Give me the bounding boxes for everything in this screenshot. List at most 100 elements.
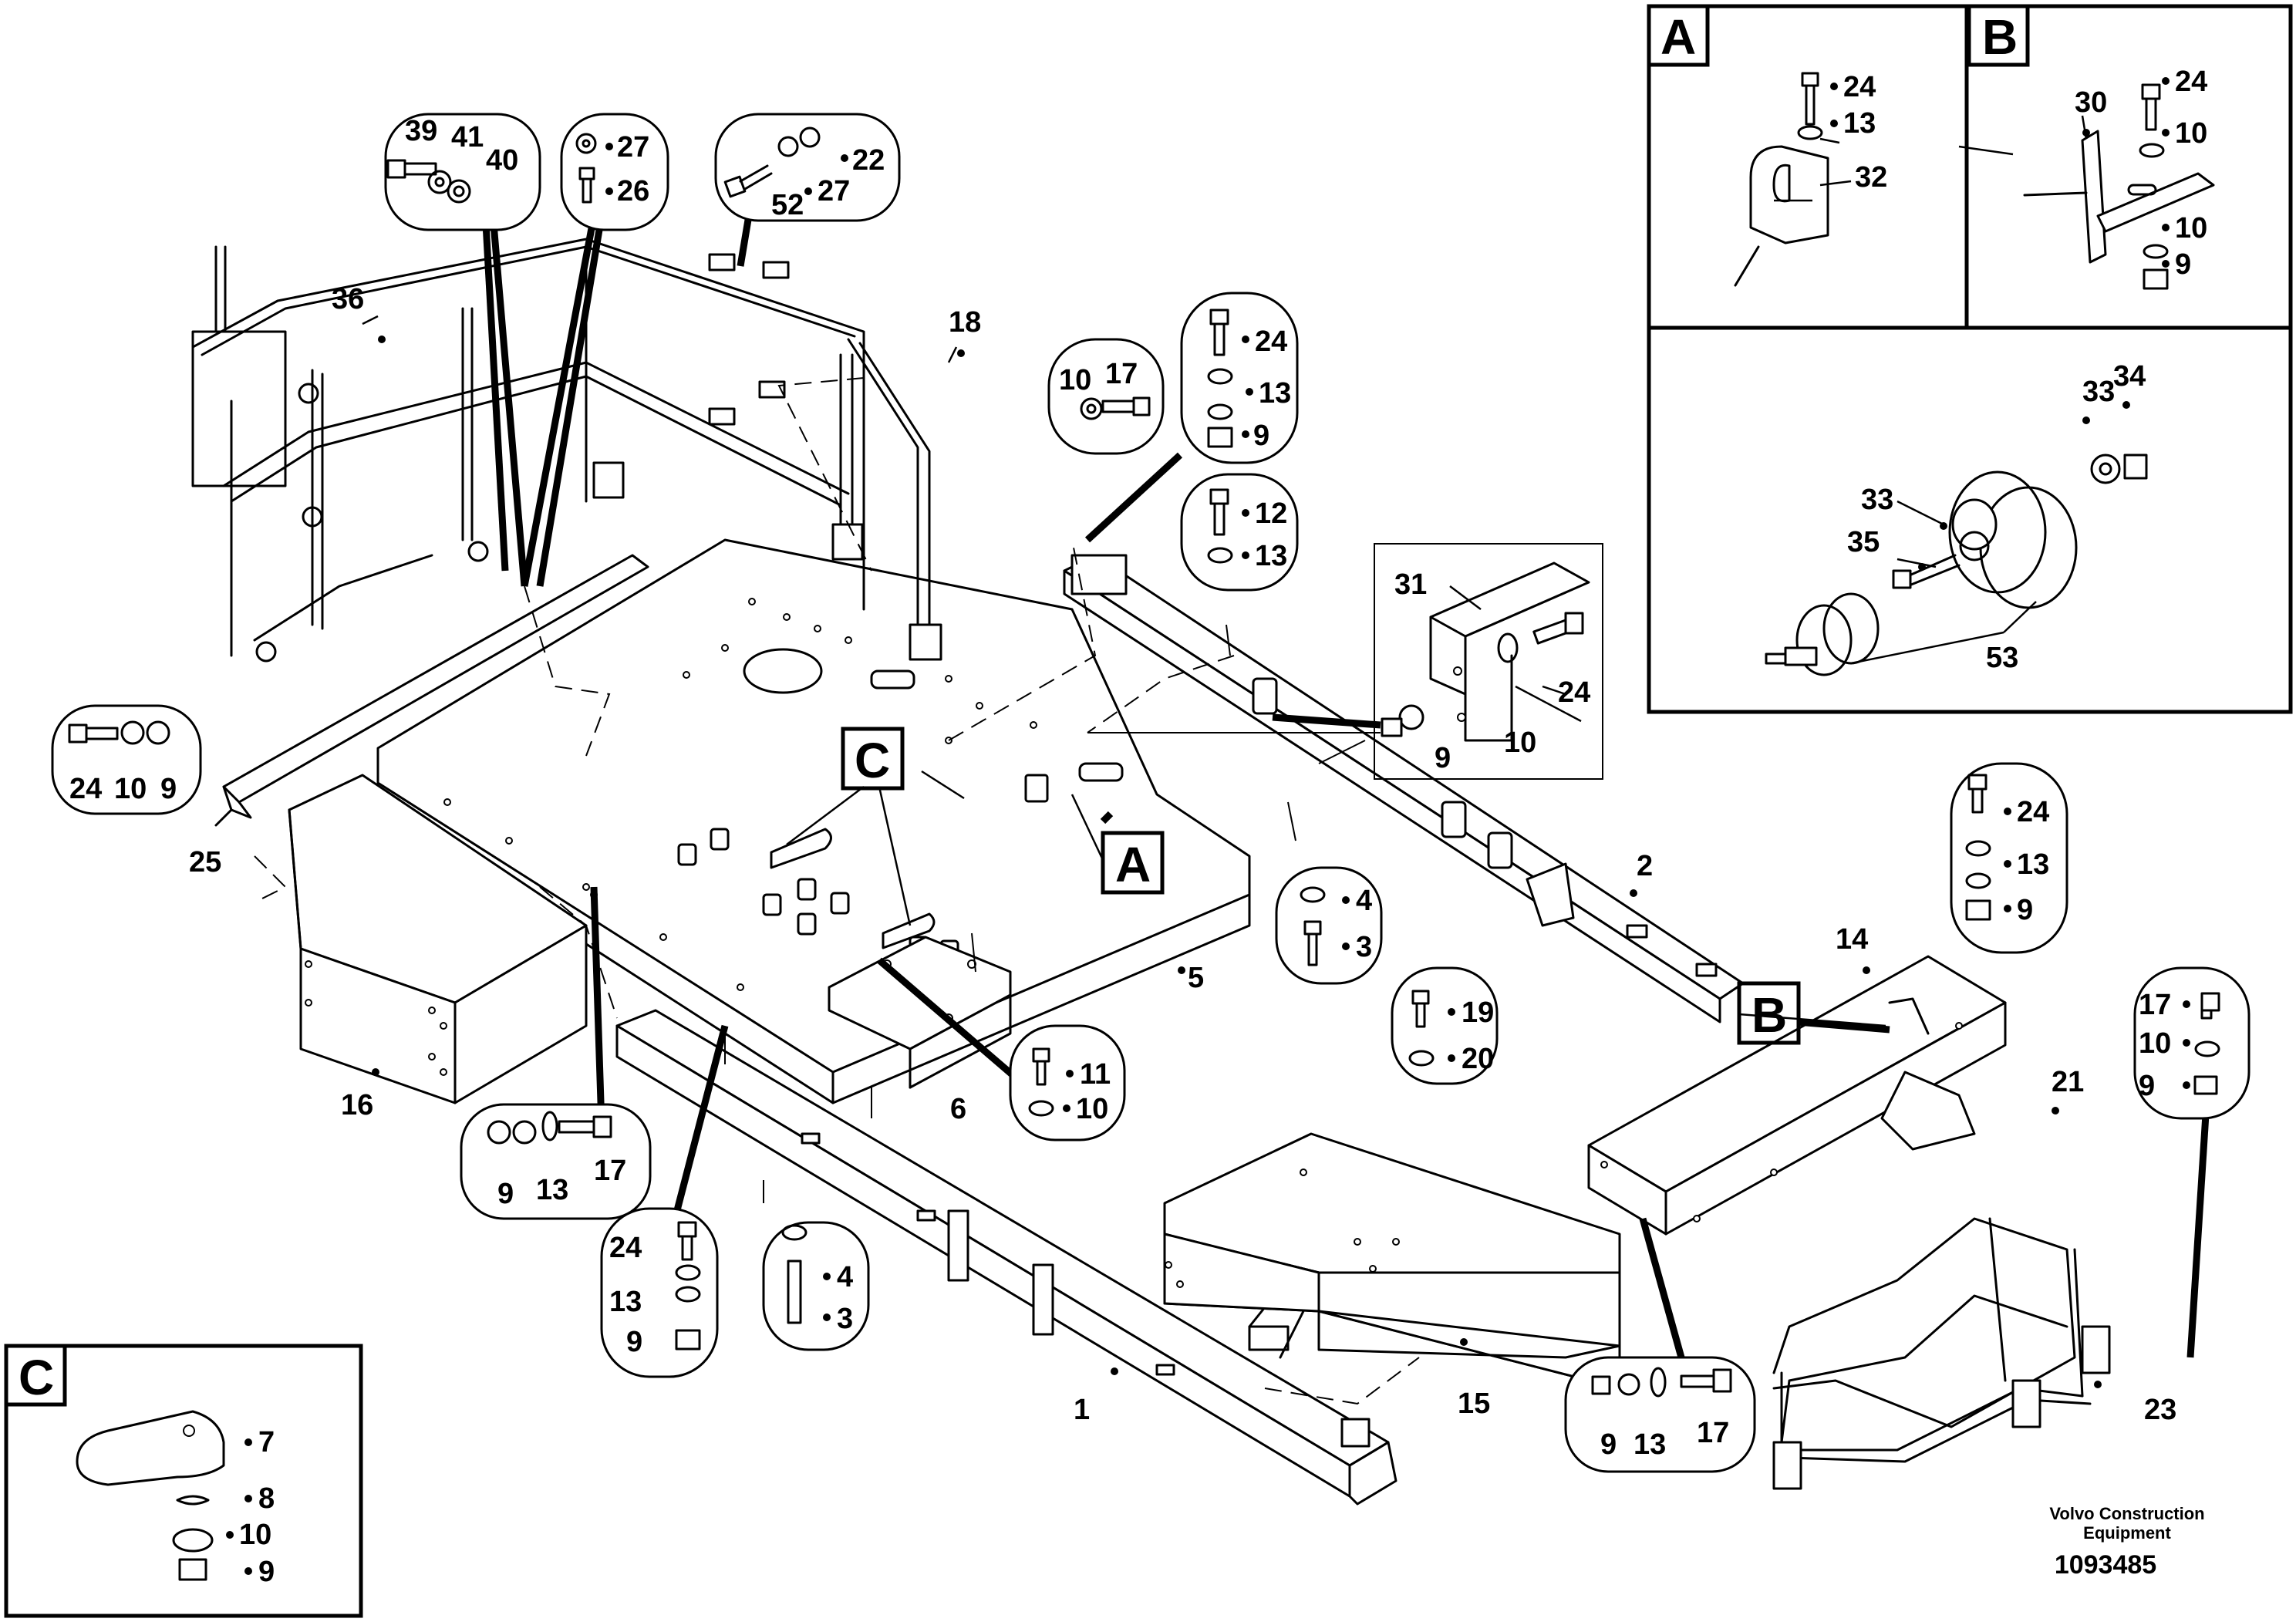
callout-10: 10 bbox=[1076, 1093, 1108, 1125]
rear-rail-beam bbox=[1063, 554, 1745, 1023]
callout-13: 13 bbox=[1843, 107, 1876, 140]
callout-24: 24 bbox=[1558, 676, 1590, 709]
callout-3: 3 bbox=[837, 1303, 853, 1335]
callout-3: 3 bbox=[1356, 931, 1372, 963]
callout-10: 10 bbox=[1059, 364, 1091, 396]
callout-9: 9 bbox=[160, 773, 177, 805]
detail-cover-31 bbox=[1381, 561, 1590, 742]
callout-12: 12 bbox=[1255, 497, 1287, 530]
callout-13: 13 bbox=[609, 1286, 642, 1318]
callout-15: 15 bbox=[1458, 1388, 1490, 1420]
marker-b: B bbox=[1752, 987, 1787, 1043]
callout-40: 40 bbox=[486, 144, 518, 177]
detail-label-a: A bbox=[1660, 9, 1696, 65]
detail-view-labels: A B C C A B bbox=[19, 9, 2018, 1405]
callout-10: 10 bbox=[2175, 117, 2207, 150]
callout-34: 34 bbox=[2113, 360, 2146, 393]
marker-a: A bbox=[1115, 837, 1151, 892]
leader-dots bbox=[226, 77, 2190, 1575]
callout-17: 17 bbox=[1105, 358, 1138, 390]
callout-8: 8 bbox=[258, 1482, 275, 1515]
bubble-leaders bbox=[482, 215, 2210, 1359]
callout-10: 10 bbox=[1504, 727, 1536, 759]
detail-b-bracket bbox=[2023, 83, 2215, 290]
callout-6: 6 bbox=[950, 1093, 966, 1125]
callout-32: 32 bbox=[1855, 161, 1887, 194]
callout-30: 30 bbox=[2075, 86, 2107, 119]
callout-10: 10 bbox=[114, 773, 147, 805]
callout-35: 35 bbox=[1847, 526, 1880, 558]
callout-leaders bbox=[362, 115, 2088, 1027]
callout-9: 9 bbox=[2175, 248, 2191, 281]
callout-27: 27 bbox=[617, 131, 649, 164]
callout-13: 13 bbox=[2017, 848, 2049, 881]
callout-33: 33 bbox=[1861, 484, 1893, 516]
callout-18: 18 bbox=[949, 306, 981, 339]
callout-9: 9 bbox=[2139, 1070, 2155, 1102]
callout-9: 9 bbox=[2017, 894, 2033, 926]
callout-33: 33 bbox=[2082, 376, 2115, 408]
callout-17: 17 bbox=[2139, 989, 2171, 1021]
callout-24: 24 bbox=[2175, 66, 2207, 98]
callout-5: 5 bbox=[1188, 962, 1204, 994]
callout-9: 9 bbox=[626, 1326, 642, 1358]
callout-10: 10 bbox=[239, 1519, 271, 1551]
callout-17: 17 bbox=[1697, 1417, 1729, 1449]
callout-26: 26 bbox=[617, 175, 649, 207]
callout-41: 41 bbox=[451, 121, 484, 153]
callout-23: 23 bbox=[2144, 1394, 2176, 1426]
callout-4: 4 bbox=[1356, 885, 1372, 917]
callout-7: 7 bbox=[258, 1426, 275, 1458]
callout-bubbles bbox=[51, 113, 2250, 1473]
callout-10: 10 bbox=[2139, 1027, 2171, 1060]
guard-strip bbox=[214, 554, 649, 827]
callout-31: 31 bbox=[1394, 568, 1427, 601]
callout-9: 9 bbox=[1600, 1428, 1617, 1461]
title-block: Volvo Construction Equipment 1093485 bbox=[2049, 1504, 2204, 1580]
callout-24: 24 bbox=[1255, 325, 1287, 358]
callout-24: 24 bbox=[69, 773, 102, 805]
callout-19: 19 bbox=[1462, 996, 1494, 1029]
callout-27: 27 bbox=[818, 175, 850, 207]
callout-39: 39 bbox=[405, 115, 437, 147]
callout-9: 9 bbox=[1253, 420, 1269, 452]
callout-9: 9 bbox=[497, 1178, 514, 1210]
callout-13: 13 bbox=[1259, 377, 1291, 410]
callout-36: 36 bbox=[332, 283, 364, 315]
callout-10: 10 bbox=[2175, 212, 2207, 244]
drawing-number: 1093485 bbox=[2055, 1550, 2156, 1580]
callout-24: 24 bbox=[609, 1232, 642, 1264]
callout-24: 24 bbox=[2017, 796, 2049, 828]
callout-20: 20 bbox=[1462, 1043, 1494, 1075]
callout-13: 13 bbox=[1633, 1428, 1666, 1461]
front-beam bbox=[615, 1009, 1397, 1506]
callout-1: 1 bbox=[1074, 1394, 1090, 1426]
frame-plate bbox=[376, 538, 1251, 1104]
callout-9: 9 bbox=[258, 1556, 275, 1588]
detail-label-c: C bbox=[19, 1350, 54, 1405]
callout-53: 53 bbox=[1986, 642, 2018, 674]
callout-24: 24 bbox=[1843, 71, 1876, 103]
counterweight-15 bbox=[1163, 1132, 1621, 1390]
callout-4: 4 bbox=[837, 1261, 853, 1293]
callout-52: 52 bbox=[771, 189, 804, 221]
callout-22: 22 bbox=[852, 144, 885, 177]
callout-16: 16 bbox=[341, 1089, 373, 1121]
callout-numbers: 39 41 40 27 26 22 27 52 36 18 10 17 24 1… bbox=[69, 66, 2207, 1588]
detail-c-cap bbox=[76, 1410, 225, 1581]
callout-11: 11 bbox=[1080, 1058, 1111, 1091]
callout-25: 25 bbox=[189, 846, 221, 878]
fastener-glyphs bbox=[68, 126, 2220, 1398]
company-line-2: Equipment bbox=[2083, 1523, 2171, 1543]
callout-17: 17 bbox=[594, 1155, 626, 1187]
callout-9: 9 bbox=[1435, 742, 1451, 774]
detail-boxes bbox=[4, 4, 2293, 1618]
callout-13: 13 bbox=[1255, 540, 1287, 572]
step-frame bbox=[1772, 1217, 2111, 1490]
marker-c: C bbox=[855, 733, 890, 788]
callout-13: 13 bbox=[536, 1174, 568, 1206]
callout-14: 14 bbox=[1836, 923, 1868, 956]
detail-a-bracket bbox=[1734, 72, 1829, 287]
callout-21: 21 bbox=[2052, 1066, 2084, 1098]
